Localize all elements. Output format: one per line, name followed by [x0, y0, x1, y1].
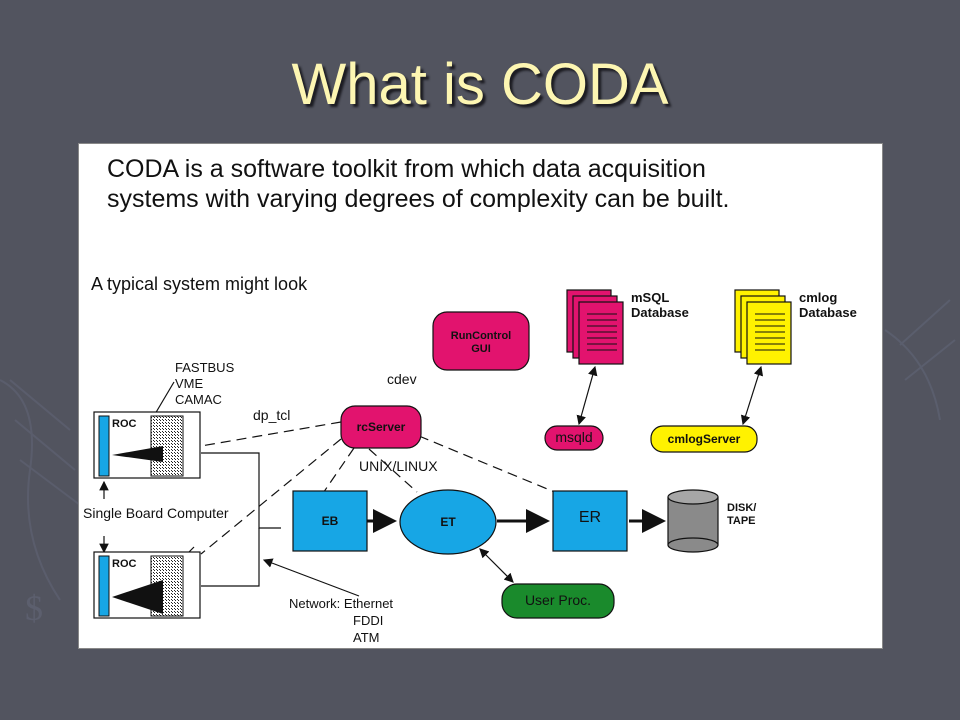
cmlogserver-box: [650, 425, 758, 453]
single-board-computer-label: Single Board Computer: [83, 505, 229, 521]
runcontrol-gui-label-line2: GUI: [471, 343, 491, 355]
runcontrol-gui-label-line1: RunControl: [450, 330, 512, 342]
er-label: ER: [578, 509, 602, 526]
runcontrol-gui-label: RunControl GUI: [433, 330, 529, 356]
msql-database-label-line2: Database: [631, 305, 689, 320]
intro-line-2: systems with varying degrees of complexi…: [107, 185, 730, 213]
cmlog-database-label-line1: cmlog: [799, 290, 838, 305]
disk-tape-label-line2: TAPE: [727, 515, 756, 527]
diagram-panel: CODA is a software toolkit from which da…: [78, 143, 883, 649]
et-label: ET: [440, 515, 456, 529]
cmlog-database-label: cmlog Database: [799, 290, 857, 320]
dp-tcl-label: dp_tcl: [253, 407, 291, 423]
msql-database-icon: [566, 289, 624, 365]
intro-line-1: CODA is a software toolkit from which da…: [107, 155, 706, 183]
network-label: Network: Ethernet: [289, 596, 394, 611]
msqld-label: msqld: [555, 429, 593, 445]
cmlog-database-label-line2: Database: [799, 305, 857, 320]
disk-tape-label-line1: DISK/: [727, 502, 757, 514]
slide-title: What is CODA: [291, 52, 669, 117]
cmlog-database-icon: [734, 289, 792, 365]
network-type-fddi: FDDI: [353, 613, 384, 628]
et-ellipse: [399, 489, 497, 555]
system-diagram: [93, 289, 792, 619]
typical-system-label: A typical system might look: [91, 274, 308, 294]
svg-text:$: $: [25, 588, 43, 628]
er-box: [552, 490, 628, 552]
eb-label: EB: [321, 514, 339, 528]
disk-tape-icon: [667, 489, 719, 553]
roc-label-1: ROC: [112, 418, 137, 430]
network-type-atm: ATM: [353, 630, 380, 645]
user-proc-label: User Proc.: [524, 592, 592, 608]
disk-tape-label: DISK/ TAPE: [727, 502, 756, 528]
network-lines: [201, 452, 281, 587]
intro-text: CODA is a software toolkit from which da…: [107, 154, 867, 214]
roc-board-2: [93, 551, 201, 619]
cdev-label: cdev: [387, 371, 417, 387]
user-proc-box: [501, 583, 615, 619]
bus-type-camac: CAMAC: [175, 392, 222, 407]
msql-database-label: mSQL Database: [631, 290, 689, 320]
rcserver-box: [340, 405, 422, 449]
bus-type-fastbus: FASTBUS: [175, 360, 235, 375]
msqld-box: [544, 425, 604, 451]
runcontrol-gui-box: [432, 311, 530, 371]
eb-box: [292, 490, 368, 552]
roc-label-2: ROC: [112, 558, 137, 570]
rcserver-label: rcServer: [356, 420, 406, 434]
roc-board-1: [93, 411, 201, 479]
cmlogserver-label: cmlogServer: [667, 432, 741, 446]
os-label: UNIX/LINUX: [359, 458, 438, 474]
msql-database-label-line1: mSQL: [631, 290, 670, 305]
bus-type-vme: VME: [175, 376, 204, 391]
